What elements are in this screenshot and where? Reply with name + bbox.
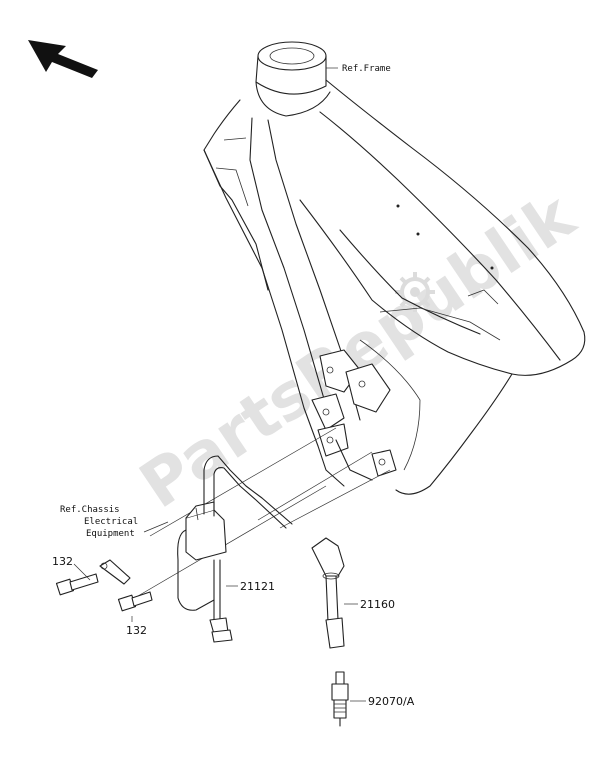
watermark: PartsRepublik: [128, 179, 589, 524]
chassis-clip: [99, 559, 131, 585]
ref-frame-label: Ref.Frame: [342, 64, 391, 74]
part-label-132-left: 132: [52, 555, 73, 568]
spark-plug-cap: [311, 537, 345, 649]
ref-chassis-label-line2: Electrical: [84, 517, 138, 527]
gear-icon: [395, 272, 435, 312]
leader-lines: [73, 67, 366, 702]
bolt-left: [55, 573, 99, 596]
part-label-21121: 21121: [240, 580, 275, 593]
part-label-92070a: 92070/A: [368, 695, 415, 708]
part-label-132-bottom: 132: [126, 624, 147, 637]
assembly-lines: [137, 427, 391, 597]
ref-chassis-label-line1: Ref.Chassis: [60, 505, 120, 515]
ref-chassis-label-line3: Equipment: [86, 529, 135, 539]
bolt-bottom: [117, 591, 153, 612]
ignition-coil: [177, 455, 293, 643]
front-direction-arrow-icon: [28, 40, 98, 78]
watermark-text: PartsRepublik: [128, 179, 589, 524]
spark-plug: [331, 671, 349, 727]
frame-drawing: [203, 41, 586, 495]
part-label-21160: 21160: [360, 598, 395, 611]
